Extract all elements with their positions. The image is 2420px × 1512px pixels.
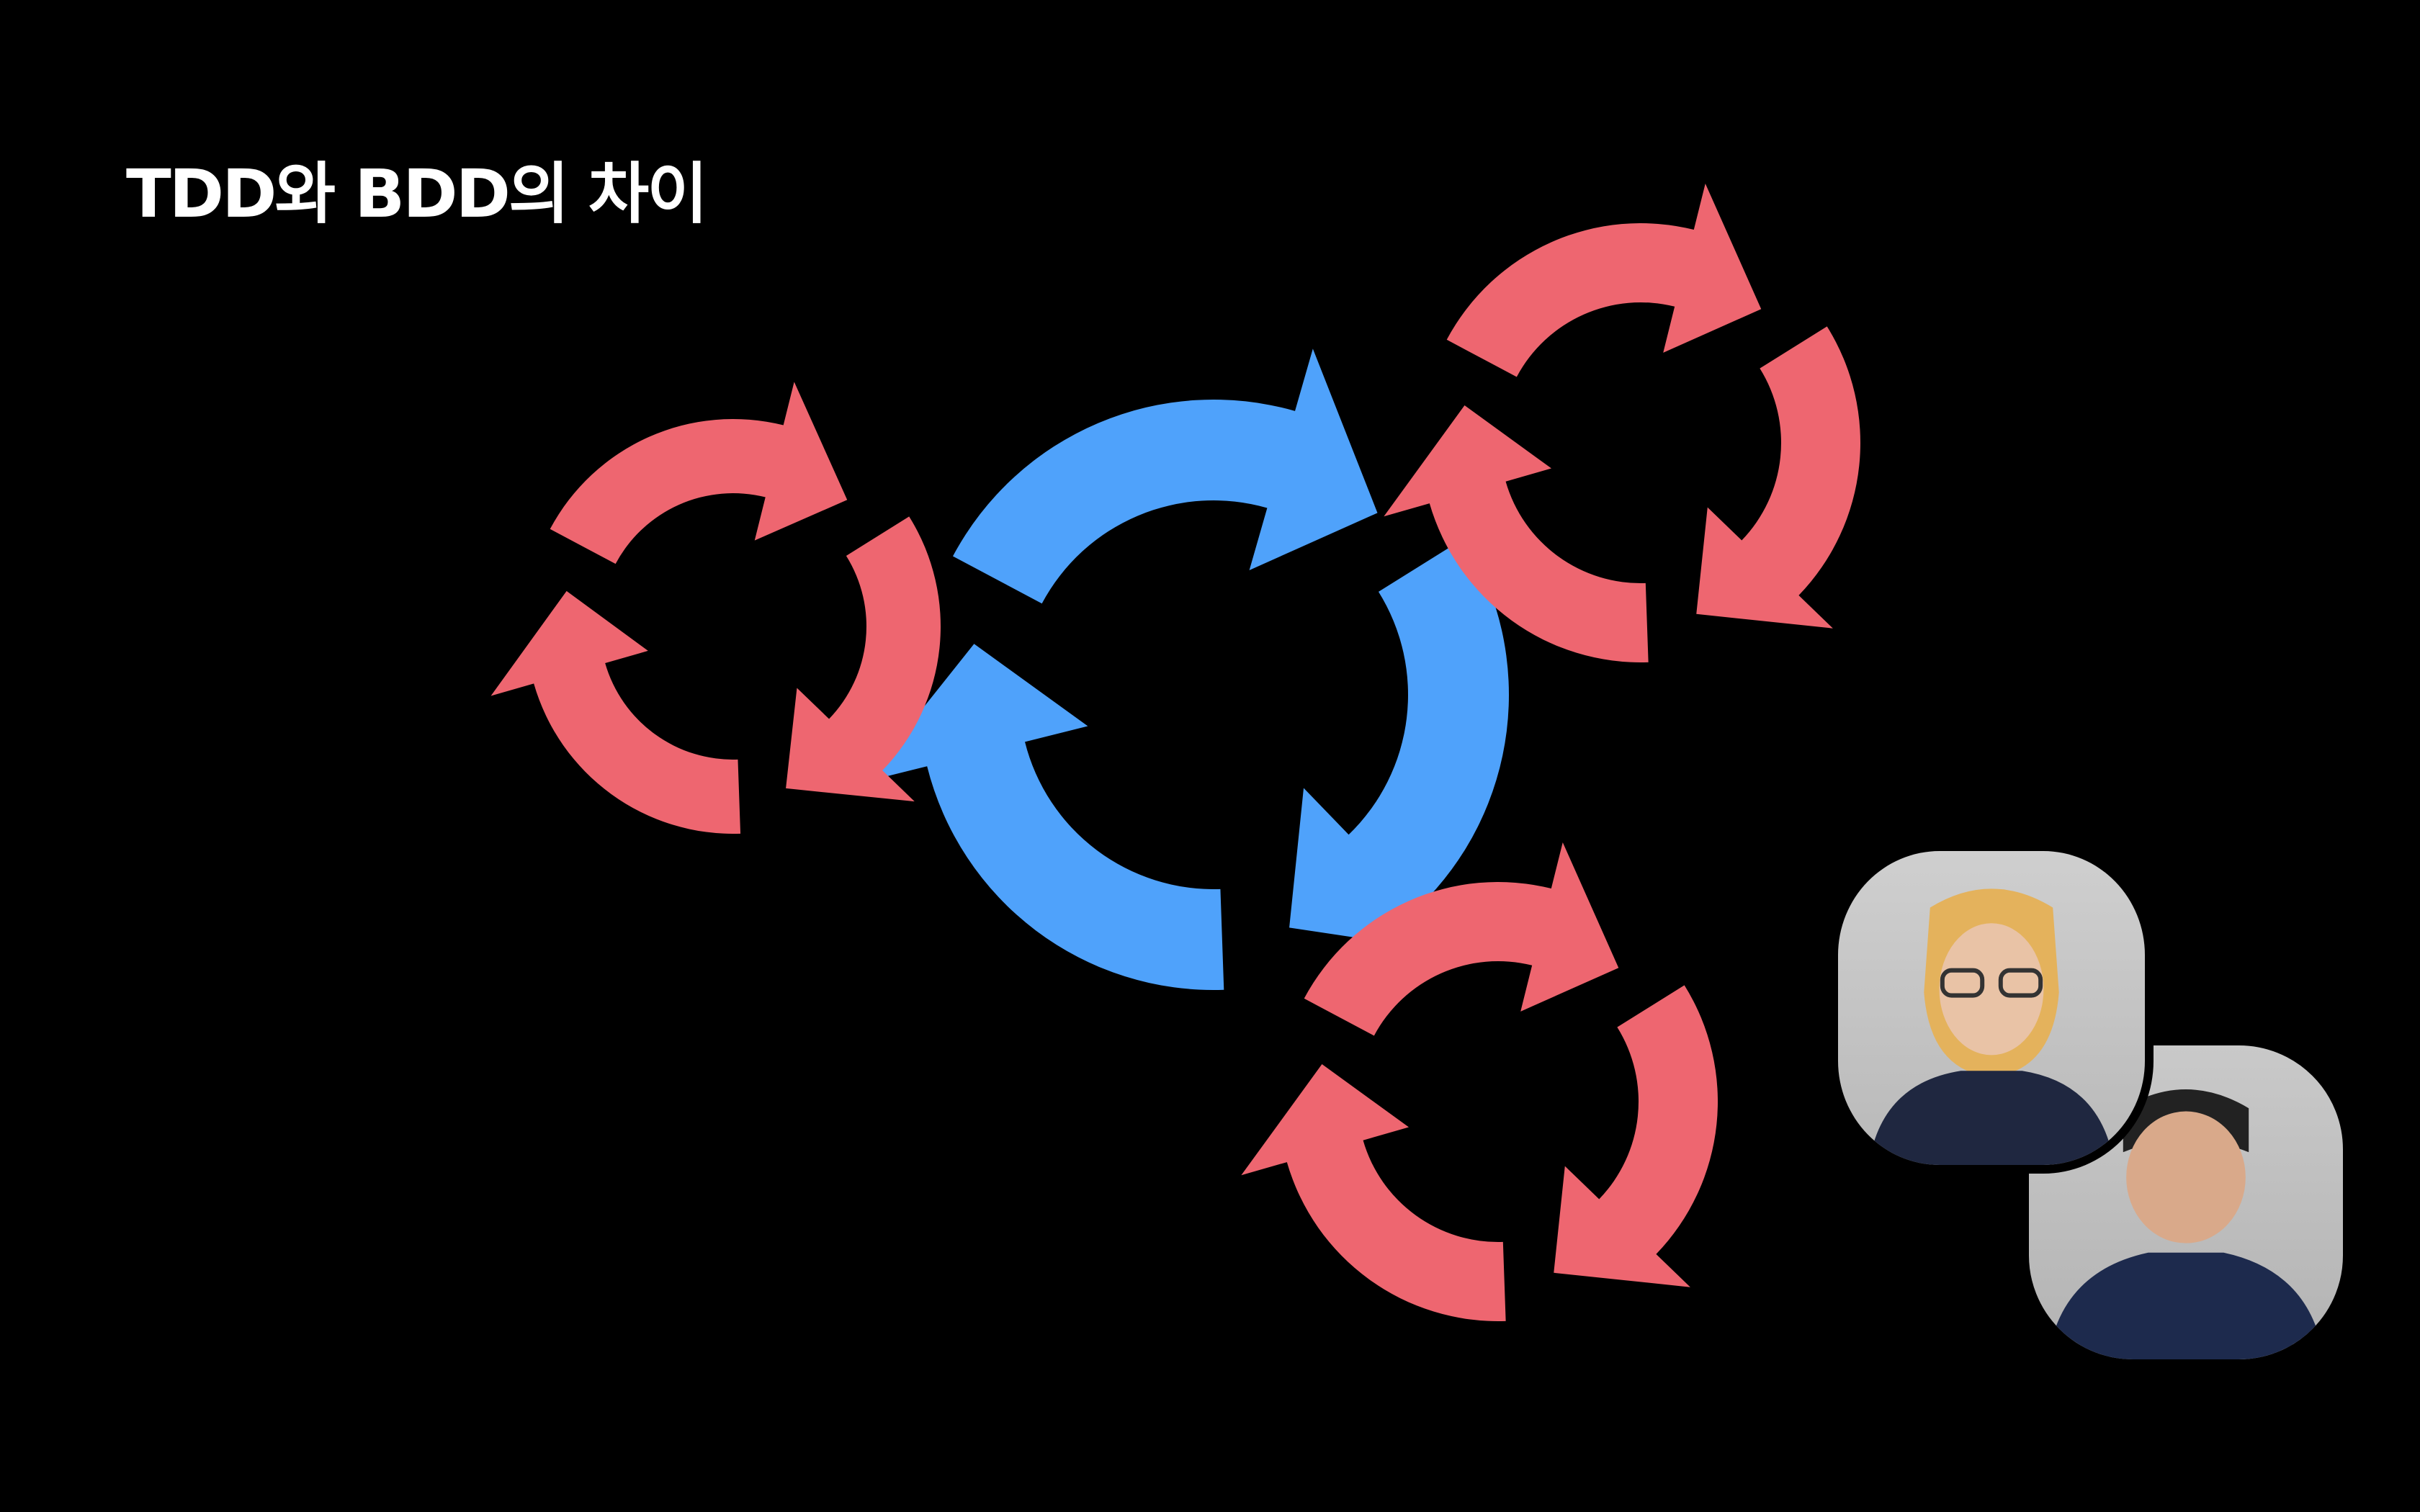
tdd-cycle-top-right-arrow-1 [1446, 184, 1762, 377]
tdd-cycle-left-arrow-1 [550, 382, 848, 564]
person-avatar [2048, 1089, 2324, 1359]
face [2126, 1111, 2246, 1243]
tdd-cycle-top-right-arrow-3 [1384, 405, 1649, 662]
tdd-cycle-bottom [1241, 842, 1718, 1321]
shirt [2048, 1252, 2324, 1359]
person-avatar [1868, 888, 2115, 1165]
face [1939, 923, 2044, 1056]
page-title: TDD와 BDD의 차이 [126, 156, 708, 233]
tdd-cycle-left-arrow-2 [786, 516, 941, 802]
tdd-cycle-top-right [1384, 184, 1861, 662]
tdd-cycle-left [490, 382, 941, 834]
tdd-cycle-bottom-arrow-3 [1241, 1064, 1506, 1321]
glasses-right [1998, 968, 2043, 998]
bdd-cycle [864, 348, 1509, 990]
bdd-label: BDD [1150, 667, 1285, 734]
tdd-cycle-bottom-arrow-1 [1304, 842, 1619, 1036]
tdd-label-bottom: TDD [1433, 1078, 1561, 1143]
tdd-cycle-bottom-arrow-2 [1554, 985, 1718, 1287]
shirt [1868, 1071, 2115, 1165]
bdd-cycle-arrow-2 [1289, 538, 1509, 954]
glasses-left [1940, 968, 1985, 998]
speaker-video-1 [1829, 842, 2154, 1174]
bdd-cycle-arrow-3 [864, 644, 1224, 990]
tdd-cycle-left-arrow-3 [490, 590, 741, 834]
tdd-label-left: TDD [670, 603, 797, 668]
tdd-cycle-top-right-arrow-2 [1696, 326, 1861, 629]
tdd-label-top-right: TDD [1580, 418, 1708, 482]
bdd-cycle-arrow-1 [952, 348, 1378, 604]
